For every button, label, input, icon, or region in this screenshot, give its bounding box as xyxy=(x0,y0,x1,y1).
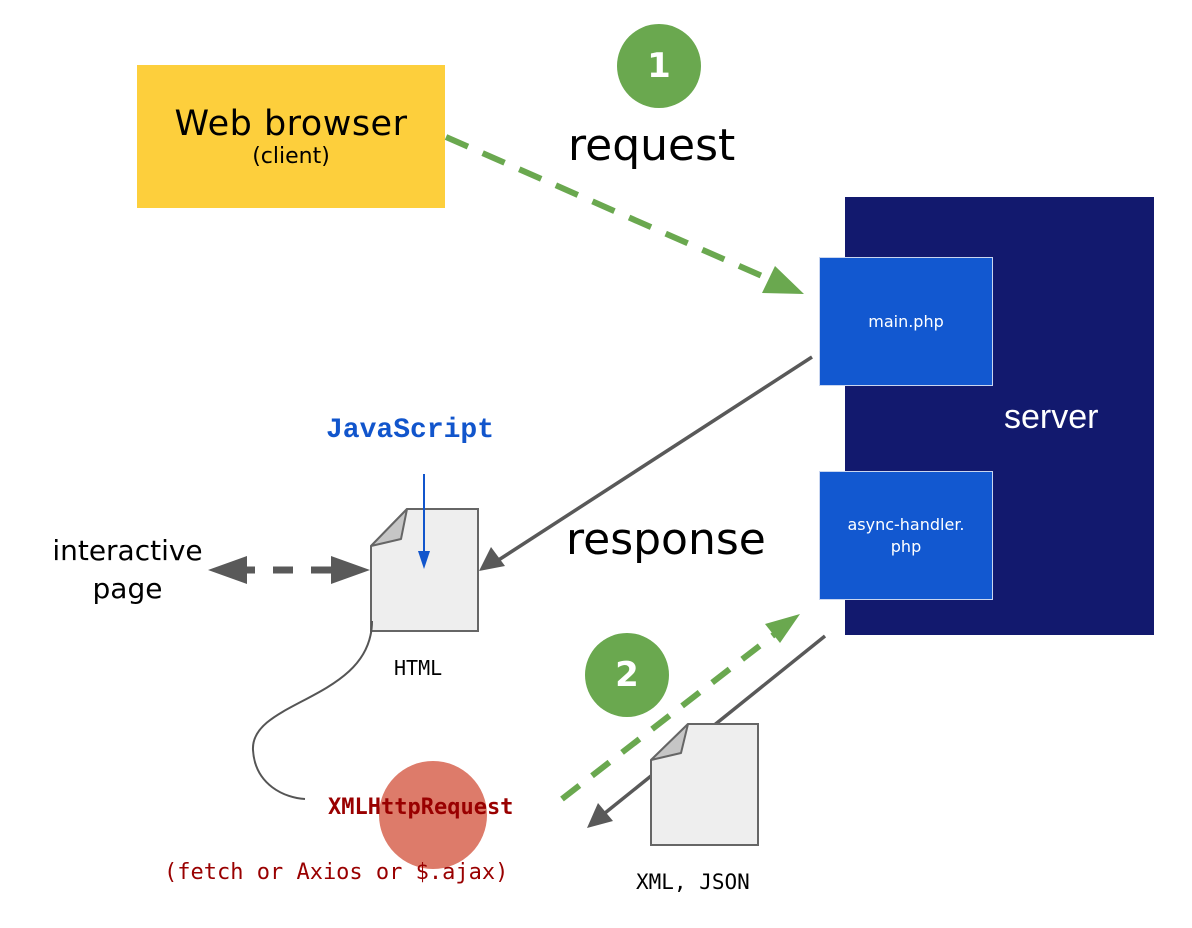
async-request-arrow xyxy=(560,614,800,802)
request-arrow xyxy=(444,134,804,294)
javascript-arrowhead xyxy=(418,551,430,569)
html-to-xhr-curve xyxy=(251,620,373,800)
web-browser-title: Web browser xyxy=(174,103,408,144)
async-request-arrowhead xyxy=(765,614,800,643)
interactive-page-arrow xyxy=(208,556,370,584)
html-document-icon xyxy=(370,508,479,632)
step-1-number: 1 xyxy=(647,46,671,86)
response-arrowhead xyxy=(479,547,505,571)
javascript-label: JavaScript xyxy=(326,415,495,446)
step-2-badge: 2 xyxy=(585,633,669,717)
response-arrow xyxy=(479,355,813,571)
xhr-label: XMLHttpRequest xyxy=(328,795,514,820)
interactive-right-arrowhead xyxy=(331,556,370,584)
response-label: response xyxy=(566,514,766,565)
interactive-page-line2: page xyxy=(92,572,163,605)
interactive-page-line1: interactive xyxy=(52,534,203,567)
step-1-badge: 1 xyxy=(617,24,701,108)
async-handler-php-box: async-handler. php xyxy=(819,471,993,600)
xhr-alternatives-label: (fetch or Axios or $.ajax) xyxy=(164,860,509,885)
main-php-label: main.php xyxy=(868,311,944,331)
web-browser-box: Web browser (client) xyxy=(137,65,445,208)
main-php-box: main.php xyxy=(819,257,993,386)
interactive-left-arrowhead xyxy=(208,556,247,584)
request-label: request xyxy=(568,120,736,171)
interactive-page-label: interactive page xyxy=(40,532,215,608)
xml-json-document-icon xyxy=(650,723,759,846)
web-browser-subtitle: (client) xyxy=(252,143,330,169)
request-arrowhead xyxy=(762,266,804,294)
async-handler-label-line2: php xyxy=(890,536,922,556)
javascript-arrow xyxy=(418,474,430,569)
async-handler-label-line1: async-handler. xyxy=(847,514,965,534)
html-document-label: HTML xyxy=(394,656,443,680)
server-label: server xyxy=(1004,398,1099,436)
step-2-number: 2 xyxy=(615,655,639,695)
async-response-arrowhead xyxy=(587,803,613,828)
xml-json-document-label: XML, JSON xyxy=(636,870,750,894)
xhr-circle xyxy=(379,761,487,869)
